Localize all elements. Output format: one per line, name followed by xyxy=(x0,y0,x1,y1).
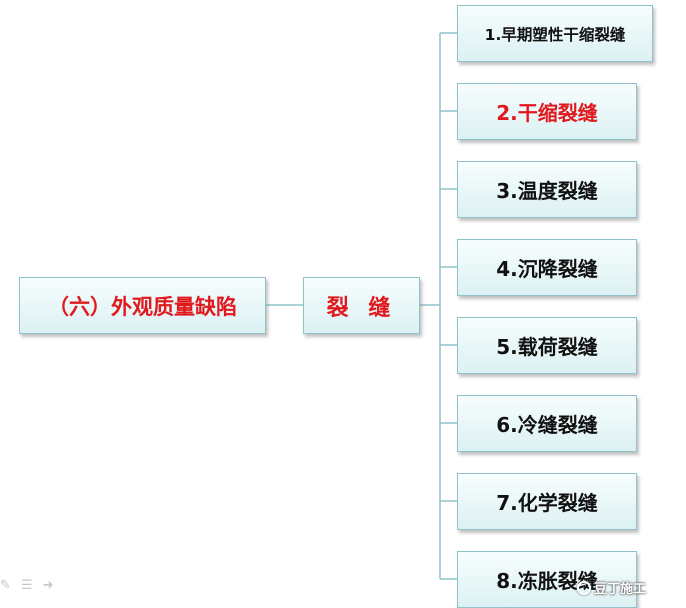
leaf-node-2: 2.干缩裂缝 xyxy=(457,83,637,140)
leaf-node-4: 4.沉降裂缝 xyxy=(457,239,637,296)
watermark-text: 豆丁施工 xyxy=(594,582,647,597)
middle-node-label: 裂 缝 xyxy=(326,295,397,321)
next-arrow-icon[interactable]: ➜ xyxy=(42,578,54,593)
leaf-node-7: 7.化学裂缝 xyxy=(457,473,637,530)
leaf-node-6: 6.冷缝裂缝 xyxy=(457,395,637,452)
leaf-node-1: 1.早期塑性干缩裂缝 xyxy=(457,5,653,62)
leaf-node-label: 1.早期塑性干缩裂缝 xyxy=(484,25,626,44)
leaf-node-label: 5.载荷裂缝 xyxy=(496,335,598,359)
leaf-node-3: 3.温度裂缝 xyxy=(457,161,637,218)
leaf-node-5: 5.载荷裂缝 xyxy=(457,317,637,374)
slideshow-controls: ✎ ☰ ➜ xyxy=(0,578,53,593)
wechat-logo-icon xyxy=(577,580,591,595)
leaf-node-label: 7.化学裂缝 xyxy=(496,491,598,515)
pen-icon[interactable]: ✎ xyxy=(0,578,11,593)
root-node-label: （六）外观质量缺陷 xyxy=(48,294,237,319)
leaf-node-label: 4.沉降裂缝 xyxy=(496,257,598,281)
watermark: 豆丁施工 xyxy=(577,578,646,597)
leaf-node-8: 8.冻胀裂缝 xyxy=(457,551,637,608)
leaf-node-label: 3.温度裂缝 xyxy=(496,179,598,203)
leaf-node-label: 6.冷缝裂缝 xyxy=(496,413,598,437)
leaf-node-label: 2.干缩裂缝 xyxy=(496,101,598,125)
menu-icon[interactable]: ☰ xyxy=(20,578,33,593)
root-node: （六）外观质量缺陷 xyxy=(19,277,266,334)
middle-node: 裂 缝 xyxy=(303,277,420,334)
